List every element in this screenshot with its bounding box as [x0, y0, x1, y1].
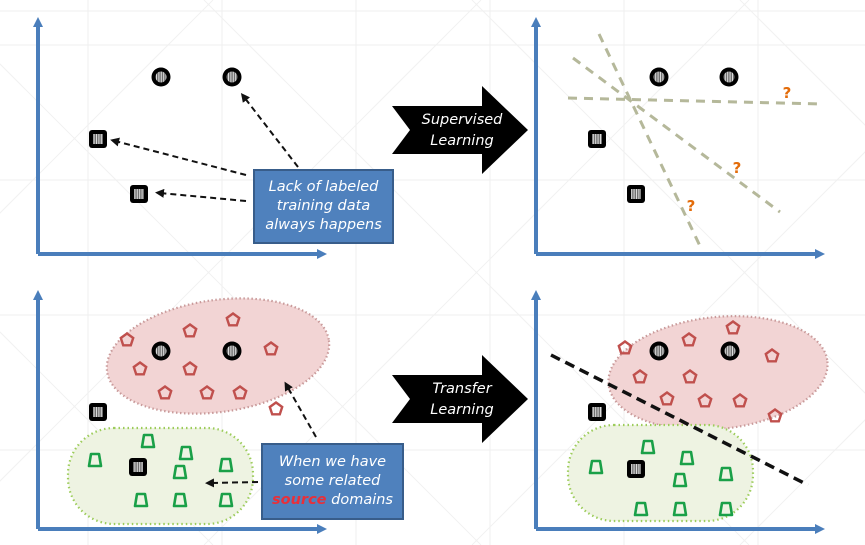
source-pentagon-point	[732, 393, 748, 408]
source-trapezoid-point	[140, 433, 156, 449]
callout-lack-of-labeled-data: Lack of labeled training data always hap…	[253, 169, 394, 244]
source-trapezoid-point	[172, 464, 188, 480]
source-pentagon-point	[659, 391, 675, 406]
source-trapezoid-point	[178, 445, 194, 461]
source-pentagon-point	[725, 320, 741, 335]
arrow-label-line: Learning	[430, 133, 494, 149]
source-trapezoid-point	[679, 450, 695, 466]
boundary-diagonal	[572, 56, 781, 214]
source-pentagon-point	[199, 385, 215, 400]
source-trapezoid-point	[672, 472, 688, 488]
source-pentagon-point	[632, 369, 648, 384]
grid-diagonal	[739, 0, 865, 126]
source-pentagon-point	[157, 385, 173, 400]
arrow-label-line: Supervised	[421, 112, 503, 128]
target-square-point	[588, 403, 606, 421]
bottom-right-axes	[531, 290, 825, 534]
source-pentagon-point	[268, 401, 284, 416]
source-pentagon-point	[263, 341, 279, 356]
top-left-axes	[33, 17, 327, 259]
arrow-label-line: Learning	[430, 402, 494, 418]
source-pentagon-point	[682, 369, 698, 384]
source-pentagon-point	[182, 323, 198, 338]
target-square-point	[130, 185, 148, 203]
bottom-left-axes	[33, 290, 327, 534]
arrow-to-circle	[240, 93, 299, 168]
target-circle-point	[222, 341, 242, 361]
target-circle-point	[151, 341, 171, 361]
source-pentagon-point	[182, 361, 198, 376]
source-trapezoid-point	[633, 501, 649, 517]
source-pentagon-point	[697, 393, 713, 408]
arrow-to-square	[155, 188, 247, 202]
source-trapezoid-point	[718, 501, 734, 517]
target-circle-point	[649, 67, 669, 87]
grid-diagonal	[0, 0, 214, 214]
callout-line: some related	[284, 473, 381, 489]
source-domain-pentagon-region	[105, 297, 331, 415]
data-points: ???	[87, 67, 792, 517]
callout-line: When we have	[278, 454, 387, 470]
source-pentagon-point	[617, 340, 633, 355]
target-circle-point	[720, 341, 740, 361]
source-trapezoid-point	[172, 492, 188, 508]
source-domain-trapezoid-region	[66, 426, 255, 526]
uncertain-question-mark: ?	[783, 84, 792, 102]
callout-tail: domains	[326, 492, 393, 508]
arrow-to-trapezoid-domain	[205, 478, 259, 488]
source-pentagon-point	[225, 312, 241, 327]
callout-line: source domains	[263, 491, 402, 510]
grid-diagonal	[0, 0, 482, 482]
source-trapezoid-point	[218, 492, 234, 508]
grid-diagonal	[471, 151, 865, 545]
source-pentagon-point	[232, 385, 248, 400]
source-pentagon-point	[132, 361, 148, 376]
source-trapezoid-point	[640, 439, 656, 455]
source-trapezoid-point	[87, 452, 103, 468]
boundary-steep	[597, 33, 702, 247]
target-circle-point	[719, 67, 739, 87]
source-pentagon-point	[119, 332, 135, 347]
target-square-point	[627, 460, 645, 478]
callout-related-source-domains: When we have some related source domains	[261, 443, 404, 520]
grid-diagonal	[739, 419, 865, 545]
transfer-learning-arrow	[392, 355, 528, 443]
callout-line: Lack of labeled	[268, 179, 379, 195]
target-square-point	[89, 130, 107, 148]
source-domain-trapezoid-region	[566, 423, 755, 523]
uncertain-question-mark: ?	[733, 159, 742, 177]
top-right-axes	[531, 17, 825, 259]
callout-line: training data	[276, 198, 371, 214]
source-trapezoid-point	[718, 466, 734, 482]
target-circle-point	[649, 341, 669, 361]
target-square-point	[588, 130, 606, 148]
transfer-learning-label: Transfer Learning	[412, 379, 512, 421]
uncertain-question-mark: ?	[687, 197, 696, 215]
callout-arrows	[110, 93, 317, 488]
source-pentagon-point	[767, 408, 783, 423]
arrow-to-pentagon-domain	[284, 381, 317, 438]
candidate-boundaries	[567, 33, 824, 247]
source-highlight: source	[272, 492, 327, 508]
source-pentagon-point	[681, 332, 697, 347]
target-square-point	[627, 185, 645, 203]
arrow-label-line: Transfer	[432, 381, 492, 397]
target-circle-point	[151, 67, 171, 87]
source-trapezoid-point	[672, 501, 688, 517]
boundary-horizontal	[567, 96, 824, 106]
target-square-point	[129, 458, 147, 476]
supervised-learning-arrow	[392, 86, 528, 174]
source-trapezoid-point	[133, 492, 149, 508]
source-pentagon-point	[764, 348, 780, 363]
learned-decision-boundary	[550, 353, 809, 487]
arrow-to-square	[110, 137, 247, 176]
target-circle-point	[222, 67, 242, 87]
target-square-point	[89, 403, 107, 421]
source-trapezoid-point	[218, 457, 234, 473]
callout-line: always happens	[265, 217, 382, 233]
supervised-learning-label: Supervised Learning	[412, 110, 512, 152]
source-trapezoid-point	[588, 459, 604, 475]
